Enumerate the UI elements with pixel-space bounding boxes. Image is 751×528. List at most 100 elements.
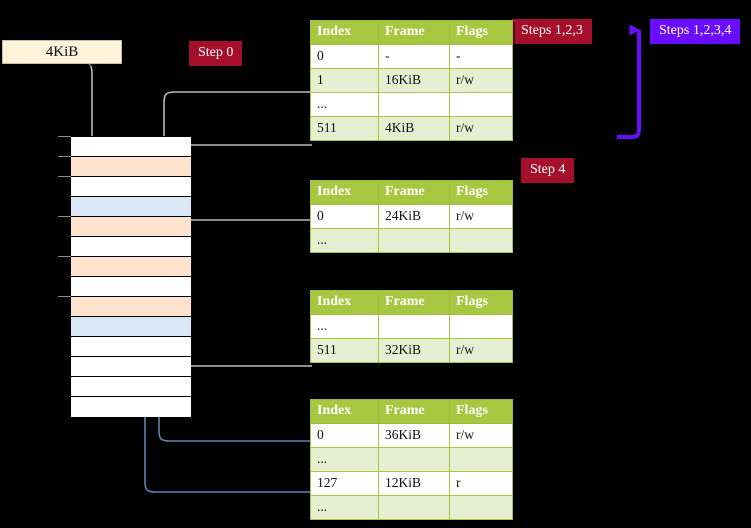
table-cell-flags: [449, 314, 513, 339]
table-row: ...: [310, 92, 513, 117]
column-header-flags: Flags: [449, 399, 513, 424]
table-row: ...: [310, 495, 513, 520]
memory-row-tick: [58, 136, 71, 137]
table-cell-flags: r/w: [449, 338, 513, 363]
table-cell-index: ...: [310, 314, 379, 339]
memory-frame-row: [71, 337, 191, 357]
wire-pd-row511-to-memory: [168, 308, 312, 367]
table-cell-frame: [378, 314, 450, 339]
column-header-index: Index: [310, 180, 379, 205]
table-cell-flags: r/w: [449, 204, 513, 229]
memory-frame-row: [71, 177, 191, 197]
memory-row-tick: [58, 216, 71, 217]
table-cell-index: 0: [310, 44, 379, 69]
column-header-index: Index: [310, 399, 379, 424]
table-cell-flags: [449, 92, 513, 117]
memory-frame-row: [71, 217, 191, 237]
table-cell-flags: r/w: [449, 423, 513, 448]
table-cell-frame: [378, 228, 450, 253]
memory-frame-row: [71, 197, 191, 217]
column-header-frame: Frame: [378, 180, 450, 205]
column-header-flags: Flags: [449, 290, 513, 315]
table-cell-index: ...: [310, 447, 379, 472]
wire-violet-bracket: [617, 24, 641, 139]
table-cell-frame: 12KiB: [378, 471, 450, 496]
table-cell-index: ...: [310, 228, 379, 253]
column-header-flags: Flags: [449, 20, 513, 45]
memory-frame-row: [71, 377, 191, 397]
column-header-frame: Frame: [378, 399, 450, 424]
memory-frame-row: [71, 137, 191, 157]
step-0-chip: Step 0: [189, 41, 243, 66]
memory-frame-row: [71, 317, 191, 337]
memory-row-tick: [58, 176, 71, 177]
table-cell-frame: [378, 495, 450, 520]
table-cell-frame: 32KiB: [378, 338, 450, 363]
table-row: ...: [310, 228, 513, 253]
table-cell-flags: [449, 228, 513, 253]
table-cell-frame: 36KiB: [378, 423, 450, 448]
table-cell-frame: [378, 447, 450, 472]
table-cell-flags: [449, 495, 513, 520]
steps-123-chip: Steps 1,2,3: [512, 19, 592, 44]
memory-row-tick: [58, 296, 71, 297]
table-cell-flags: r: [449, 471, 513, 496]
physical-memory-column: [70, 136, 191, 417]
frame-size-label: 4KiB: [45, 43, 79, 60]
table-cell-index: 127: [310, 471, 379, 496]
table-cell-index: ...: [310, 495, 379, 520]
memory-frame-row: [71, 237, 191, 257]
table-row: ...: [310, 447, 513, 472]
table-cell-index: 0: [310, 423, 379, 448]
column-header-frame: Frame: [378, 290, 450, 315]
table-cell-frame: -: [378, 44, 450, 69]
column-header-flags: Flags: [449, 180, 513, 205]
frame-size-box: 4KiB: [2, 40, 122, 64]
memory-frame-row: [71, 157, 191, 177]
memory-frame-row: [71, 277, 191, 297]
table-cell-frame: 16KiB: [378, 68, 450, 93]
wire-pdpt-row0-to-memory: [174, 219, 312, 267]
table-row: 0--: [310, 44, 513, 69]
step-4-chip: Step 4: [521, 158, 575, 183]
table-cell-index: 0: [310, 204, 379, 229]
table-cell-index: 511: [310, 338, 379, 363]
table-row: ...: [310, 314, 513, 339]
column-header-frame: Frame: [378, 20, 450, 45]
table-cell-index: 1: [310, 68, 379, 93]
memory-frame-row: [71, 297, 191, 317]
table-cell-frame: [378, 92, 450, 117]
memory-row-tick: [58, 156, 71, 157]
memory-frame-row: [71, 397, 191, 417]
table-cell-frame: 4KiB: [378, 116, 450, 141]
column-header-index: Index: [310, 290, 379, 315]
table-cell-flags: r/w: [449, 68, 513, 93]
steps-1234-chip: Steps 1,2,3,4: [650, 19, 741, 44]
column-header-index: Index: [310, 20, 379, 45]
table-cell-frame: 24KiB: [378, 204, 450, 229]
memory-row-tick: [58, 256, 71, 257]
table-cell-index: 511: [310, 116, 379, 141]
wire-pml4-row511-to-memory: [168, 144, 312, 156]
table-cell-flags: r/w: [449, 116, 513, 141]
memory-frame-row: [71, 357, 191, 377]
table-cell-index: ...: [310, 92, 379, 117]
